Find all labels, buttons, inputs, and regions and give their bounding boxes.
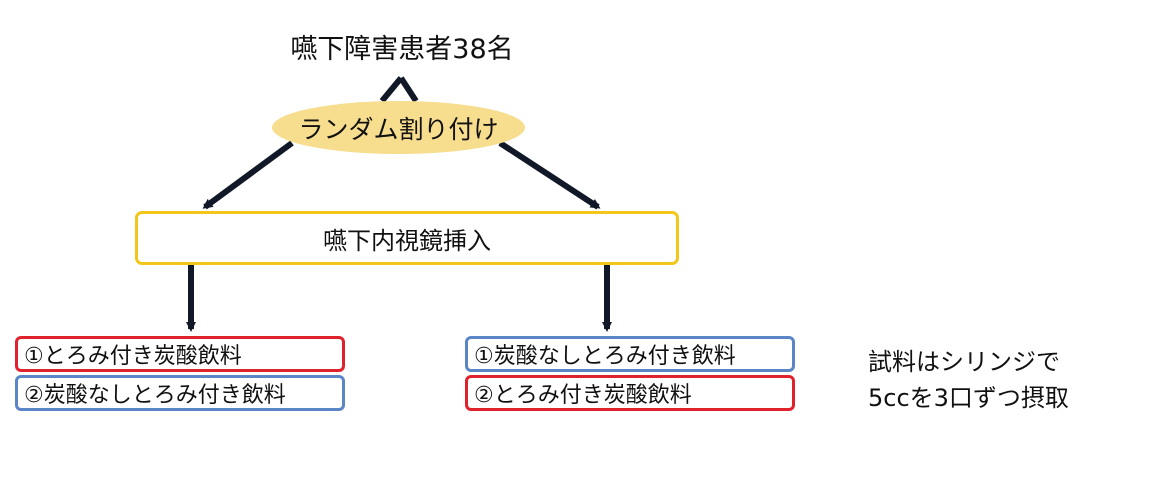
sample-note-line-2: 5ccを3口ずつ摂取 (868, 384, 1069, 412)
randomization-node: ランダム割り付け (272, 101, 525, 154)
right-arm-step-1-label: ①炭酸なしとろみ付き飲料 (474, 344, 736, 369)
split-line-left (379, 76, 404, 103)
left-arm-step-2: ②炭酸なしとろみ付き飲料 (15, 375, 345, 411)
population-title: 嚥下障害患者38名 (290, 34, 514, 65)
split-line-right (398, 76, 419, 103)
procedure-label: 嚥下内視鏡挿入 (323, 226, 491, 255)
right-arm-step-1: ①炭酸なしとろみ付き飲料 (465, 336, 795, 372)
sample-note: 試料はシリンジで 5ccを3口ずつ摂取 (868, 344, 1069, 416)
arrow-to-procedure-left (202, 140, 294, 210)
randomization-label: ランダム割り付け (298, 114, 499, 144)
sample-note-line-1: 試料はシリンジで (868, 348, 1060, 376)
procedure-node: 嚥下内視鏡挿入 (135, 211, 679, 265)
left-arm-step-1: ①とろみ付き炭酸飲料 (15, 336, 345, 372)
right-arm-step-2: ②とろみ付き炭酸飲料 (465, 375, 795, 411)
left-arm-step-2-label: ②炭酸なしとろみ付き飲料 (24, 383, 286, 408)
left-arm-step-1-label: ①とろみ付き炭酸飲料 (24, 344, 242, 369)
right-arm-step-2-label: ②とろみ付き炭酸飲料 (474, 383, 692, 408)
arrow-to-procedure-right (498, 140, 601, 210)
